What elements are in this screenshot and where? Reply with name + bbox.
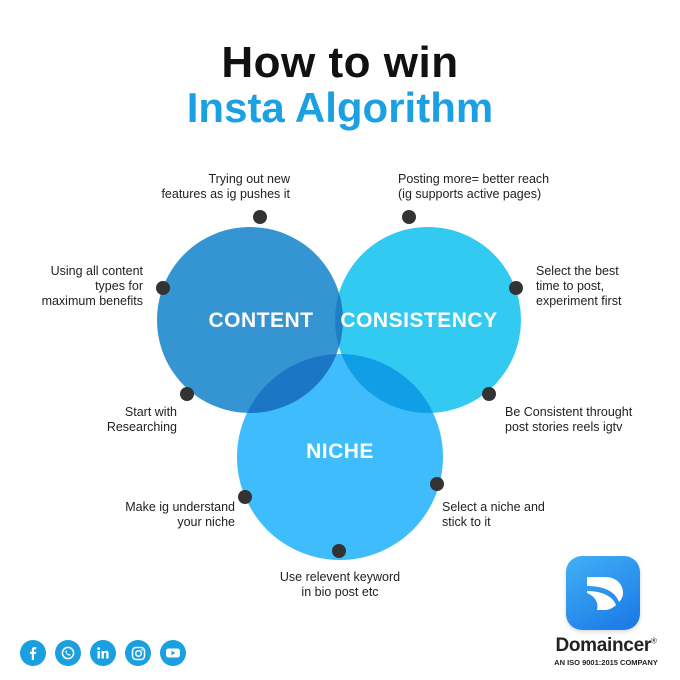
dot-best-time	[509, 281, 523, 295]
dot-use-keyword	[332, 544, 346, 558]
brand-tagline: AN ISO 9001:2015 COMPANY	[554, 658, 658, 667]
tip-trying-new: Trying out new features as ig pushes it	[161, 172, 290, 201]
tip-start-research: Start with Researching	[106, 405, 177, 434]
social-links	[20, 640, 186, 666]
dot-posting-more	[402, 210, 416, 224]
linkedin-icon[interactable]	[90, 640, 116, 666]
consistency-label: CONSISTENCY	[340, 309, 498, 332]
youtube-icon[interactable]	[160, 640, 186, 666]
niche-label: NICHE	[306, 440, 374, 463]
dot-using-all	[156, 281, 170, 295]
dot-select-niche	[430, 477, 444, 491]
dot-be-consistent	[482, 387, 496, 401]
tip-select-niche: Select a niche and stick to it	[442, 500, 545, 529]
tip-using-all: Using all content types for maximum bene…	[41, 264, 143, 308]
domaincer-logo-mark	[587, 577, 623, 610]
dot-make-ig	[238, 490, 252, 504]
dot-start-research	[180, 387, 194, 401]
domaincer-logo	[566, 556, 640, 630]
tip-make-ig: Make ig understand your niche	[125, 500, 235, 529]
dot-trying-new	[253, 210, 267, 224]
content-label: CONTENT	[208, 309, 314, 332]
title-line1: How to win	[221, 38, 459, 87]
whatsapp-icon[interactable]	[55, 640, 81, 666]
instagram-icon[interactable]	[125, 640, 151, 666]
tip-best-time: Select the best time to post, experiment…	[536, 264, 622, 308]
tip-be-consistent: Be Consistent throught post stories reel…	[505, 405, 633, 434]
brand-name: Domaincer®	[555, 635, 657, 656]
tip-posting-more: Posting more= better reach (ig supports …	[398, 172, 550, 201]
tip-use-keyword: Use relevent keyword in bio post etc	[279, 570, 401, 599]
facebook-icon[interactable]	[20, 640, 46, 666]
overlap-consistency-niche	[335, 354, 443, 413]
title-line2: Insta Algorithm	[186, 84, 494, 131]
